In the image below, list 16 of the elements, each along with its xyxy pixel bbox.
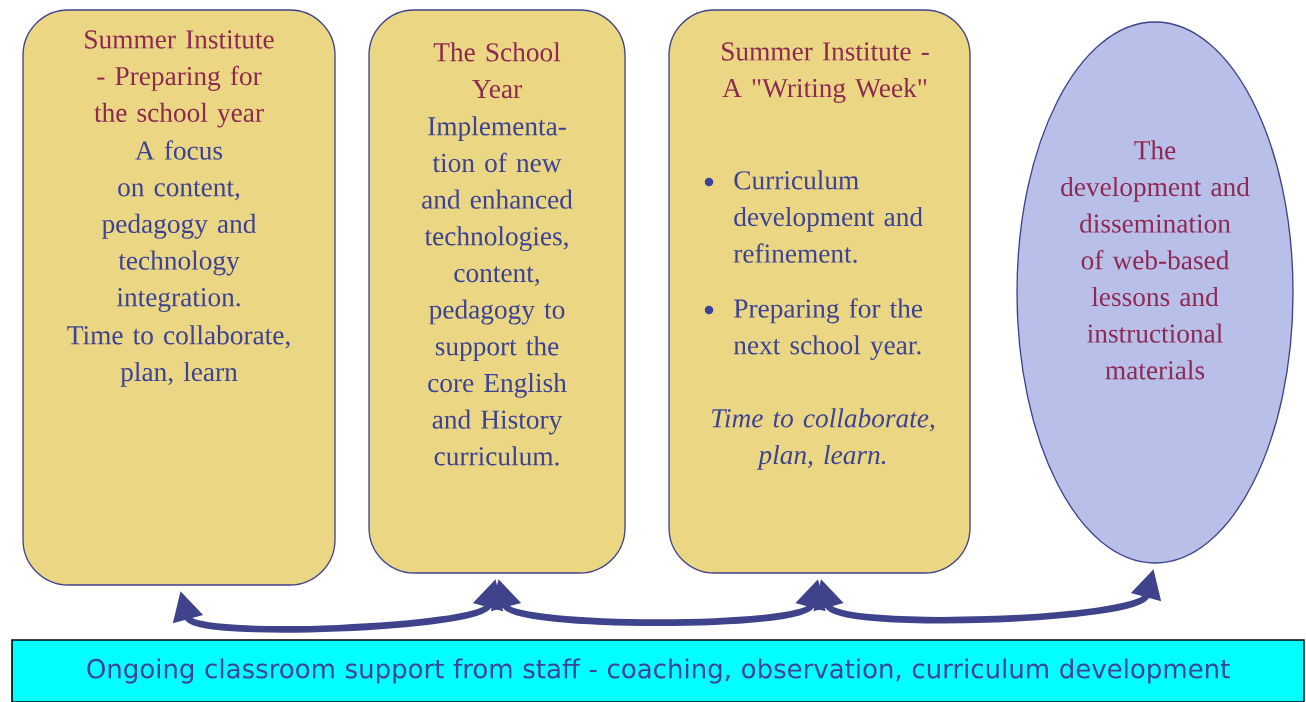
stage-heading: The School Year: [433, 42, 561, 99]
stage-text: Implementa- tion of new and enhanced technologies, content, pedagogy to support the core English and History curriculum.: [422, 116, 573, 466]
outcome-ellipse: [1016, 21, 1294, 564]
bullet-item: Curriculum development and refinement.: [704, 170, 923, 263]
stage-text: A focus on content, pedagogy and technology integration.: [102, 140, 257, 313]
stage-heading: The development and dissemination of web-based lessons and instructional materials: [1061, 140, 1250, 380]
stage-box: [22, 9, 336, 586]
bullet-item: Preparing for the next school year.: [704, 298, 923, 361]
stage-heading: Summer Institute - A "Writing Week": [722, 42, 929, 103]
stage-text: Time to collaborate, plan, learn: [67, 325, 290, 387]
stage-heading: Summer Institute - Preparing for the school year: [85, 30, 274, 128]
stage-note: Time to collaborate, plan, learn.: [712, 408, 935, 470]
support-banner: [11, 639, 1305, 702]
stage-box: [368, 9, 626, 574]
stage-box: [668, 9, 971, 574]
banner-text: Ongoing classroom support from staff - coaching, observation, curriculum development: [87, 658, 1230, 684]
